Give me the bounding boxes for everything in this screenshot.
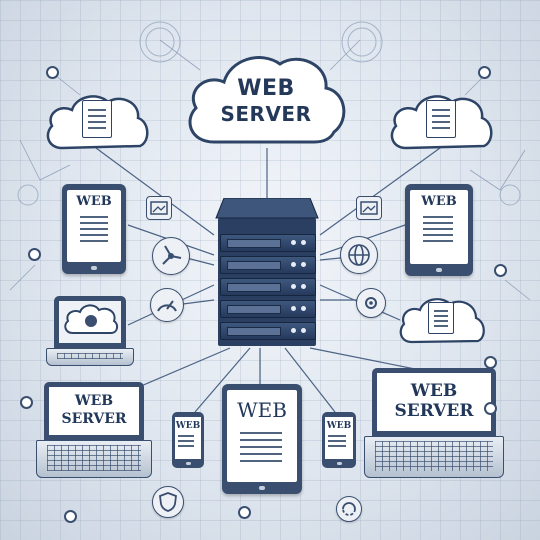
- phone-left-screen: WEB: [175, 417, 201, 459]
- tablet-left-document-icon: [75, 214, 113, 250]
- globe-icon: [340, 236, 378, 274]
- tablet-bottom-document-icon: [235, 430, 287, 474]
- cloud-mid-right: [396, 294, 488, 346]
- server-unit-1: [220, 234, 316, 252]
- laptop-left-screen: WEB SERVER: [49, 387, 139, 435]
- node-dot: [494, 264, 507, 277]
- phone-left-home-button: [185, 462, 191, 465]
- laptop-right-title-line2: SERVER: [394, 401, 474, 421]
- phone-right-label: WEB: [326, 421, 352, 431]
- tablet-bottom-screen: WEB: [227, 390, 297, 482]
- shield-icon: [152, 486, 184, 518]
- tablet-left-screen: WEB: [67, 190, 121, 262]
- laptop-right-screen: WEB SERVER: [377, 373, 491, 431]
- cloud-left: [42, 90, 152, 152]
- cloud-upload-icon: [64, 304, 119, 334]
- server-unit-2: [220, 256, 316, 274]
- node-dot: [20, 396, 33, 409]
- tablet-left-home-button: [91, 266, 97, 270]
- phone-right: WEB: [322, 412, 356, 468]
- laptop-cloud-lid: [54, 296, 126, 348]
- laptop-cloud-screen: [59, 301, 121, 343]
- server-unit-3: [220, 278, 316, 296]
- node-dot: [484, 356, 497, 369]
- web-server-cloud: WEB SERVER: [180, 46, 352, 150]
- phone-left-document-icon: [176, 433, 196, 453]
- laptop-right-title-line1: WEB: [410, 381, 458, 401]
- laptop-left-title-line2: SERVER: [61, 411, 127, 427]
- laptop-cloud-keyboard: [46, 348, 134, 366]
- laptop-cloud: [46, 296, 134, 368]
- phone-right-home-button: [336, 462, 342, 465]
- laptop-right-lid: WEB SERVER: [372, 368, 496, 436]
- laptop-left-lid: WEB SERVER: [44, 382, 144, 440]
- cloud-mid-right-document-icon: [428, 302, 454, 334]
- server-unit-4: [220, 300, 316, 318]
- laptop-left: WEB SERVER: [36, 382, 152, 480]
- phone-right-document-icon: [326, 433, 348, 453]
- tablet-left: WEB: [62, 184, 126, 274]
- settings-icon: [356, 288, 386, 318]
- cloud-right: [386, 90, 496, 152]
- laptop-right: WEB SERVER: [364, 368, 504, 480]
- node-dot: [28, 248, 41, 261]
- node-dot: [46, 66, 59, 79]
- cloud-title-line1: WEB: [237, 76, 295, 101]
- node-dot: [478, 66, 491, 79]
- tablet-right: WEB: [405, 184, 473, 276]
- gauge-icon: [150, 288, 184, 322]
- tablet-bottom: WEB: [222, 384, 302, 494]
- tablet-right-home-button: [436, 268, 442, 272]
- node-dot: [238, 506, 251, 519]
- cloud-title-line2: SERVER: [220, 102, 312, 126]
- phone-left-label: WEB: [175, 421, 201, 431]
- cloud-left-document-icon: [82, 100, 112, 138]
- cloud-right-document-icon: [426, 100, 456, 138]
- tablet-right-label: WEB: [421, 194, 457, 209]
- server-rack-top: [215, 198, 319, 219]
- phone-left: WEB: [172, 412, 204, 468]
- phone-right-screen: WEB: [325, 417, 353, 459]
- sync-icon: [336, 496, 362, 522]
- tablet-right-screen: WEB: [410, 190, 468, 264]
- laptop-right-keyboard: [364, 436, 504, 478]
- node-dot: [64, 510, 77, 523]
- tablet-bottom-home-button: [259, 486, 265, 490]
- tablet-left-label: WEB: [76, 194, 112, 209]
- image-icon-left: [146, 196, 172, 220]
- node-dot: [484, 402, 497, 415]
- tablet-right-document-icon: [418, 214, 458, 252]
- image-icon-right: [356, 196, 382, 220]
- laptop-left-keyboard: [36, 440, 152, 478]
- server-unit-5: [220, 322, 316, 340]
- tablet-bottom-label: WEB: [237, 398, 287, 422]
- fan-icon: [152, 237, 190, 275]
- laptop-left-title-line1: WEB: [74, 393, 114, 409]
- server-rack: [214, 198, 320, 348]
